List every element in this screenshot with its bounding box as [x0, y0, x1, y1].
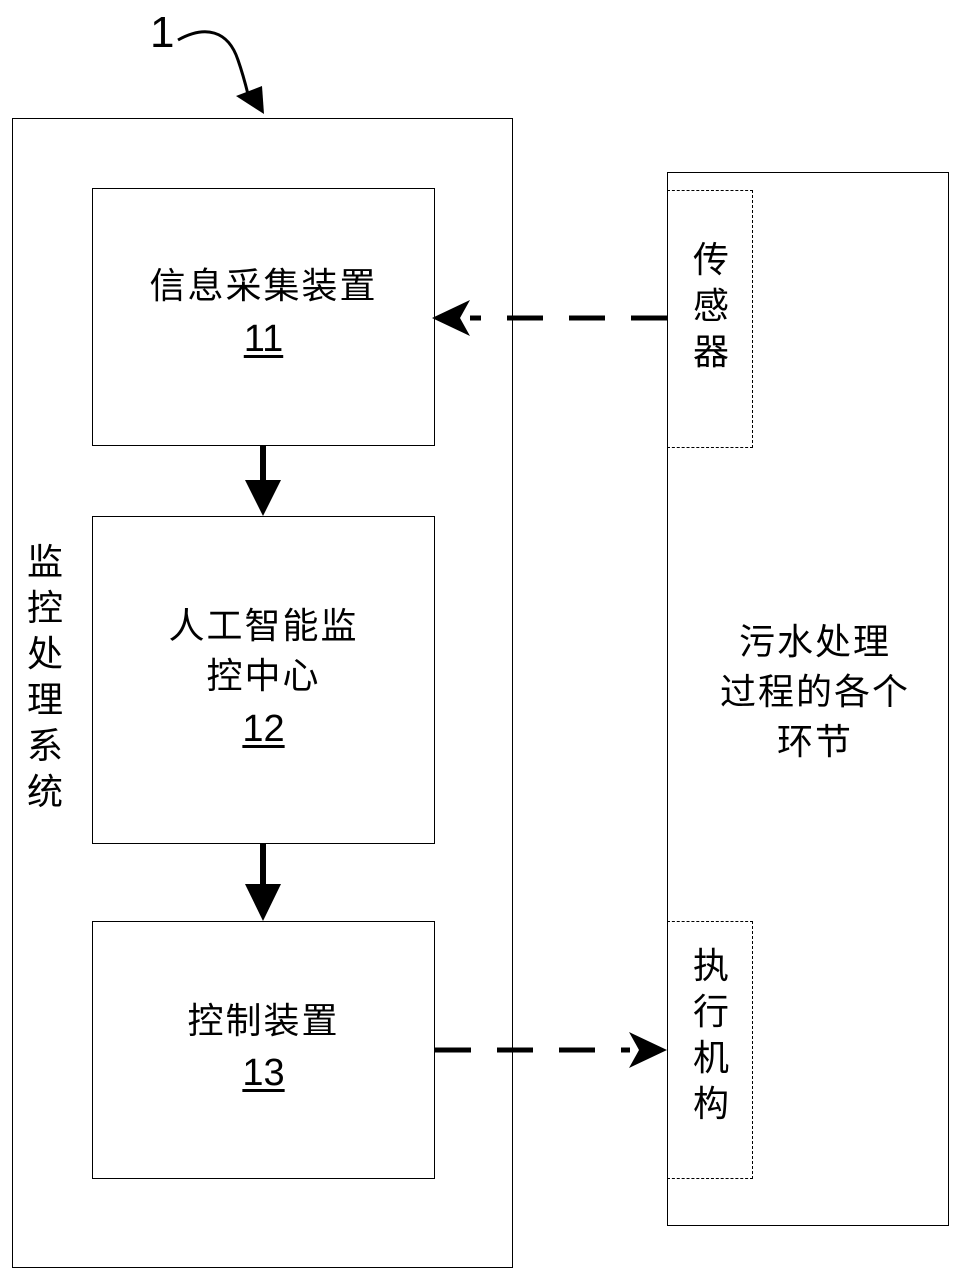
arrow-control-to-actuator-head [629, 1032, 667, 1068]
actuator-label: 执 行 机 构 [688, 944, 734, 1128]
system-reference-number: 1 [150, 8, 175, 57]
actuator-label-char: 构 [692, 1084, 729, 1125]
arrow-12-to-13-head [245, 884, 281, 921]
system-label-char: 处 [26, 634, 63, 675]
ai-monitoring-center-box [92, 516, 435, 844]
reference-leader-arrowhead [236, 86, 264, 114]
sensor-box [667, 190, 753, 448]
ai-monitoring-center-number: 12 [242, 708, 285, 750]
ai-monitoring-center-label-line2: 控中心 [206, 656, 321, 697]
system-label-char: 统 [26, 772, 63, 813]
reference-leader-curve [177, 30, 252, 103]
ai-monitoring-center-label-line1: 人工智能监 [168, 606, 359, 647]
actuator-label-char: 执 [692, 946, 729, 987]
system-label-char: 控 [26, 588, 63, 629]
system-vertical-label: 监 控 处 理 系 统 [22, 540, 68, 816]
info-collection-device-label: 信息采集装置 [149, 266, 378, 307]
system-label-char: 系 [26, 726, 63, 767]
actuator-label-char: 行 [692, 992, 729, 1033]
control-device-label: 控制装置 [187, 1001, 340, 1042]
sensor-label-char: 感 [692, 286, 729, 327]
system-label-char: 监 [26, 542, 63, 583]
sewage-process-box [667, 172, 949, 1226]
sensor-label-char: 传 [692, 240, 729, 281]
sewage-process-label-line3: 环节 [776, 722, 853, 763]
actuator-label-char: 机 [692, 1038, 729, 1079]
arrow-11-to-12-head [245, 480, 281, 516]
system-label-char: 理 [26, 680, 63, 721]
info-collection-device-number: 11 [243, 318, 284, 360]
control-device-box [92, 921, 435, 1179]
sensor-label-char: 器 [692, 332, 729, 373]
arrow-sensor-to-collection-head [432, 300, 470, 336]
sewage-process-label-line1: 污水处理 [738, 622, 891, 663]
sensor-label: 传 感 器 [688, 238, 734, 376]
control-device-number: 13 [242, 1052, 285, 1094]
actuator-box [667, 921, 753, 1179]
sewage-process-label-line2: 过程的各个 [719, 672, 910, 713]
